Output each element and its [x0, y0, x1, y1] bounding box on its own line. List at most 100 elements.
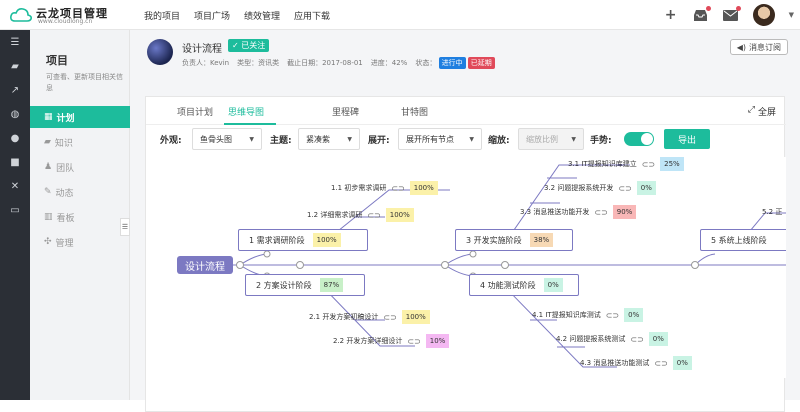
inbox-icon[interactable]: [693, 6, 711, 22]
plan-panel: 项目计划 思维导图 里程碑 甘特图 ⤢全屏 外观: 鱼骨头图▼ 主题: 紧凑紫▼…: [145, 96, 786, 412]
tab-milestone[interactable]: 里程碑: [332, 108, 360, 118]
task-leaf-1-1[interactable]: 1.1 初步需求调研⊂⊃100%: [331, 181, 438, 195]
link-icon: ⊂⊃: [618, 183, 632, 193]
sidebar-item-label: 知识: [54, 138, 73, 149]
top-bar: 云龙项目管理 www.cloudlong.cn 我的项目 项目广场 绩效管理 应…: [0, 0, 800, 30]
status-badge-running: 进行中: [438, 57, 466, 69]
subscribe-button[interactable]: ◀)消息订阅: [729, 39, 788, 55]
task-progress: 0%: [624, 308, 644, 322]
zoom-label: 缩放:: [488, 135, 510, 146]
view-tabs: 项目计划 思维导图 里程碑 甘特图 ⤢全屏: [146, 97, 786, 125]
sidebar-collapse-handle[interactable]: ☰: [120, 218, 130, 236]
theme-select-value: 紧凑紫: [306, 134, 330, 144]
task-label: 3.1 IT提报知识库建立: [568, 160, 637, 168]
pin-icon: ✎: [44, 187, 52, 197]
top-nav: 我的项目 项目广场 绩效管理 应用下载: [144, 9, 330, 22]
task-leaf-4-3[interactable]: 4.3 消息推送功能测试⊂⊃0%: [580, 356, 692, 370]
expand-label: 展开:: [368, 135, 390, 146]
link-icon: ⊂⊃: [391, 183, 405, 193]
task-progress: 0%: [672, 356, 692, 370]
task-label: 2.2 开发方案详细设计: [333, 337, 403, 345]
task-leaf-2-1[interactable]: 2.1 开发方案初稿设计⊂⊃100%: [309, 310, 430, 324]
sidebar-title: 项目: [46, 54, 68, 67]
mail-icon[interactable]: [723, 6, 741, 22]
theme-select[interactable]: 紧凑紫 ▼: [298, 128, 360, 150]
gesture-label: 手势:: [590, 135, 612, 146]
sidebar-description: 可查看、更新项目相关信息: [46, 73, 123, 92]
tab-gantt[interactable]: 甘特图: [401, 108, 429, 118]
chevron-down-icon[interactable]: ▼: [788, 11, 794, 19]
gesture-toggle[interactable]: [624, 132, 654, 146]
progress-value: 42%: [391, 59, 408, 67]
caret-down-icon: ▼: [249, 135, 254, 143]
plus-icon[interactable]: +: [664, 7, 677, 23]
monitor-icon[interactable]: ▭: [10, 204, 20, 216]
export-button[interactable]: 导出: [664, 129, 710, 149]
tab-mindmap[interactable]: 思维导图: [228, 108, 265, 118]
nav-my-projects[interactable]: 我的项目: [144, 12, 181, 22]
mindmap-root-node[interactable]: 设计流程: [177, 256, 233, 274]
stage-node-2[interactable]: 2 方案设计阶段 87%: [245, 274, 365, 296]
toggle-knob: [641, 133, 653, 145]
sidebar-item-knowledge[interactable]: ▰知识: [30, 131, 130, 153]
task-leaf-2-2[interactable]: 2.2 开发方案详细设计⊂⊃10%: [333, 334, 450, 348]
caret-down-icon: ▼: [347, 135, 352, 143]
chat-icon[interactable]: ●: [10, 132, 20, 144]
sidebar-item-team[interactable]: ♟团队: [30, 156, 130, 178]
stage-label: 5 系统上线阶段: [711, 235, 767, 245]
nav-performance[interactable]: 绩效管理: [244, 12, 281, 22]
link-icon: ⊂⊃: [605, 310, 620, 320]
task-leaf-3-2[interactable]: 3.2 问题提报系统开发⊂⊃0%: [544, 181, 656, 195]
stage-progress: 0%: [543, 278, 563, 292]
chat-bubble-icon[interactable]: ■: [10, 156, 20, 168]
sidebar-item-activity[interactable]: ✎动态: [30, 181, 130, 203]
task-leaf-5-2[interactable]: 5.2 正: [762, 207, 782, 217]
task-leaf-3-3[interactable]: 3.3 消息推送功能开发⊂⊃90%: [520, 205, 637, 219]
project-name: 设计流程: [182, 44, 222, 55]
project-progress: 进度：42%: [371, 58, 408, 68]
expand-select-value: 展开所有节点: [406, 134, 454, 144]
sidebar-item-plan[interactable]: ▦计划: [30, 106, 130, 128]
task-progress: 0%: [648, 332, 668, 346]
link-icon: ⊂⊃: [407, 336, 421, 346]
app-logo[interactable]: 云龙项目管理 www.cloudlong.cn: [8, 4, 128, 26]
project-meta: 负责人：Kevin 类型：资讯类 截止日期：2017-08-01 进度：42% …: [182, 57, 495, 69]
task-leaf-1-2[interactable]: 1.2 详细需求调研⊂⊃100%: [307, 208, 414, 222]
view-select-value: 鱼骨头图: [200, 134, 232, 144]
sidebar-item-dashboard[interactable]: ▥看板: [30, 206, 130, 228]
stage-label: 2 方案设计阶段: [256, 280, 312, 290]
mail-notification-dot: [735, 6, 741, 11]
task-leaf-3-1[interactable]: 3.1 IT提报知识库建立⊂⊃25%: [568, 157, 684, 171]
cloud-logo-icon: [10, 8, 32, 22]
menu-icon[interactable]: ☰: [10, 36, 20, 48]
view-select[interactable]: 鱼骨头图 ▼: [192, 128, 262, 150]
stage-progress: 87%: [319, 278, 344, 292]
task-progress: 90%: [612, 205, 637, 219]
user-avatar[interactable]: [752, 4, 775, 26]
zoom-select[interactable]: 缩放比例▼: [518, 128, 584, 150]
task-leaf-4-2[interactable]: 4.2 问题提报系统测试⊂⊃0%: [556, 332, 668, 346]
link-icon: ⊂⊃: [630, 334, 644, 344]
nav-app-download[interactable]: 应用下载: [294, 12, 331, 22]
sidebar-item-manage[interactable]: ✣管理: [30, 231, 130, 253]
task-label: 1.1 初步需求调研: [331, 184, 387, 192]
tools-icon[interactable]: ✕: [10, 180, 20, 192]
line-chart-icon[interactable]: ↗: [10, 84, 20, 96]
sidebar-item-label: 管理: [55, 238, 74, 249]
fullscreen-button[interactable]: ⤢全屏: [748, 105, 776, 118]
folder-icon[interactable]: ▰: [11, 60, 19, 72]
stage-node-5[interactable]: 5 系统上线阶段: [700, 229, 786, 251]
task-label: 1.2 详细需求调研: [307, 211, 363, 219]
project-owner: 负责人：Kevin: [182, 59, 230, 67]
follow-button[interactable]: ✓ 已关注: [228, 39, 270, 52]
expand-select[interactable]: 展开所有节点▼: [398, 128, 482, 150]
tab-project-plan[interactable]: 项目计划: [177, 108, 214, 118]
team-icon: ♟: [44, 162, 53, 172]
nav-project-square[interactable]: 项目广场: [194, 12, 231, 22]
task-leaf-4-1[interactable]: 4.1 IT提报知识库测试⊂⊃0%: [532, 308, 644, 322]
globe-icon[interactable]: ◍: [10, 108, 20, 120]
